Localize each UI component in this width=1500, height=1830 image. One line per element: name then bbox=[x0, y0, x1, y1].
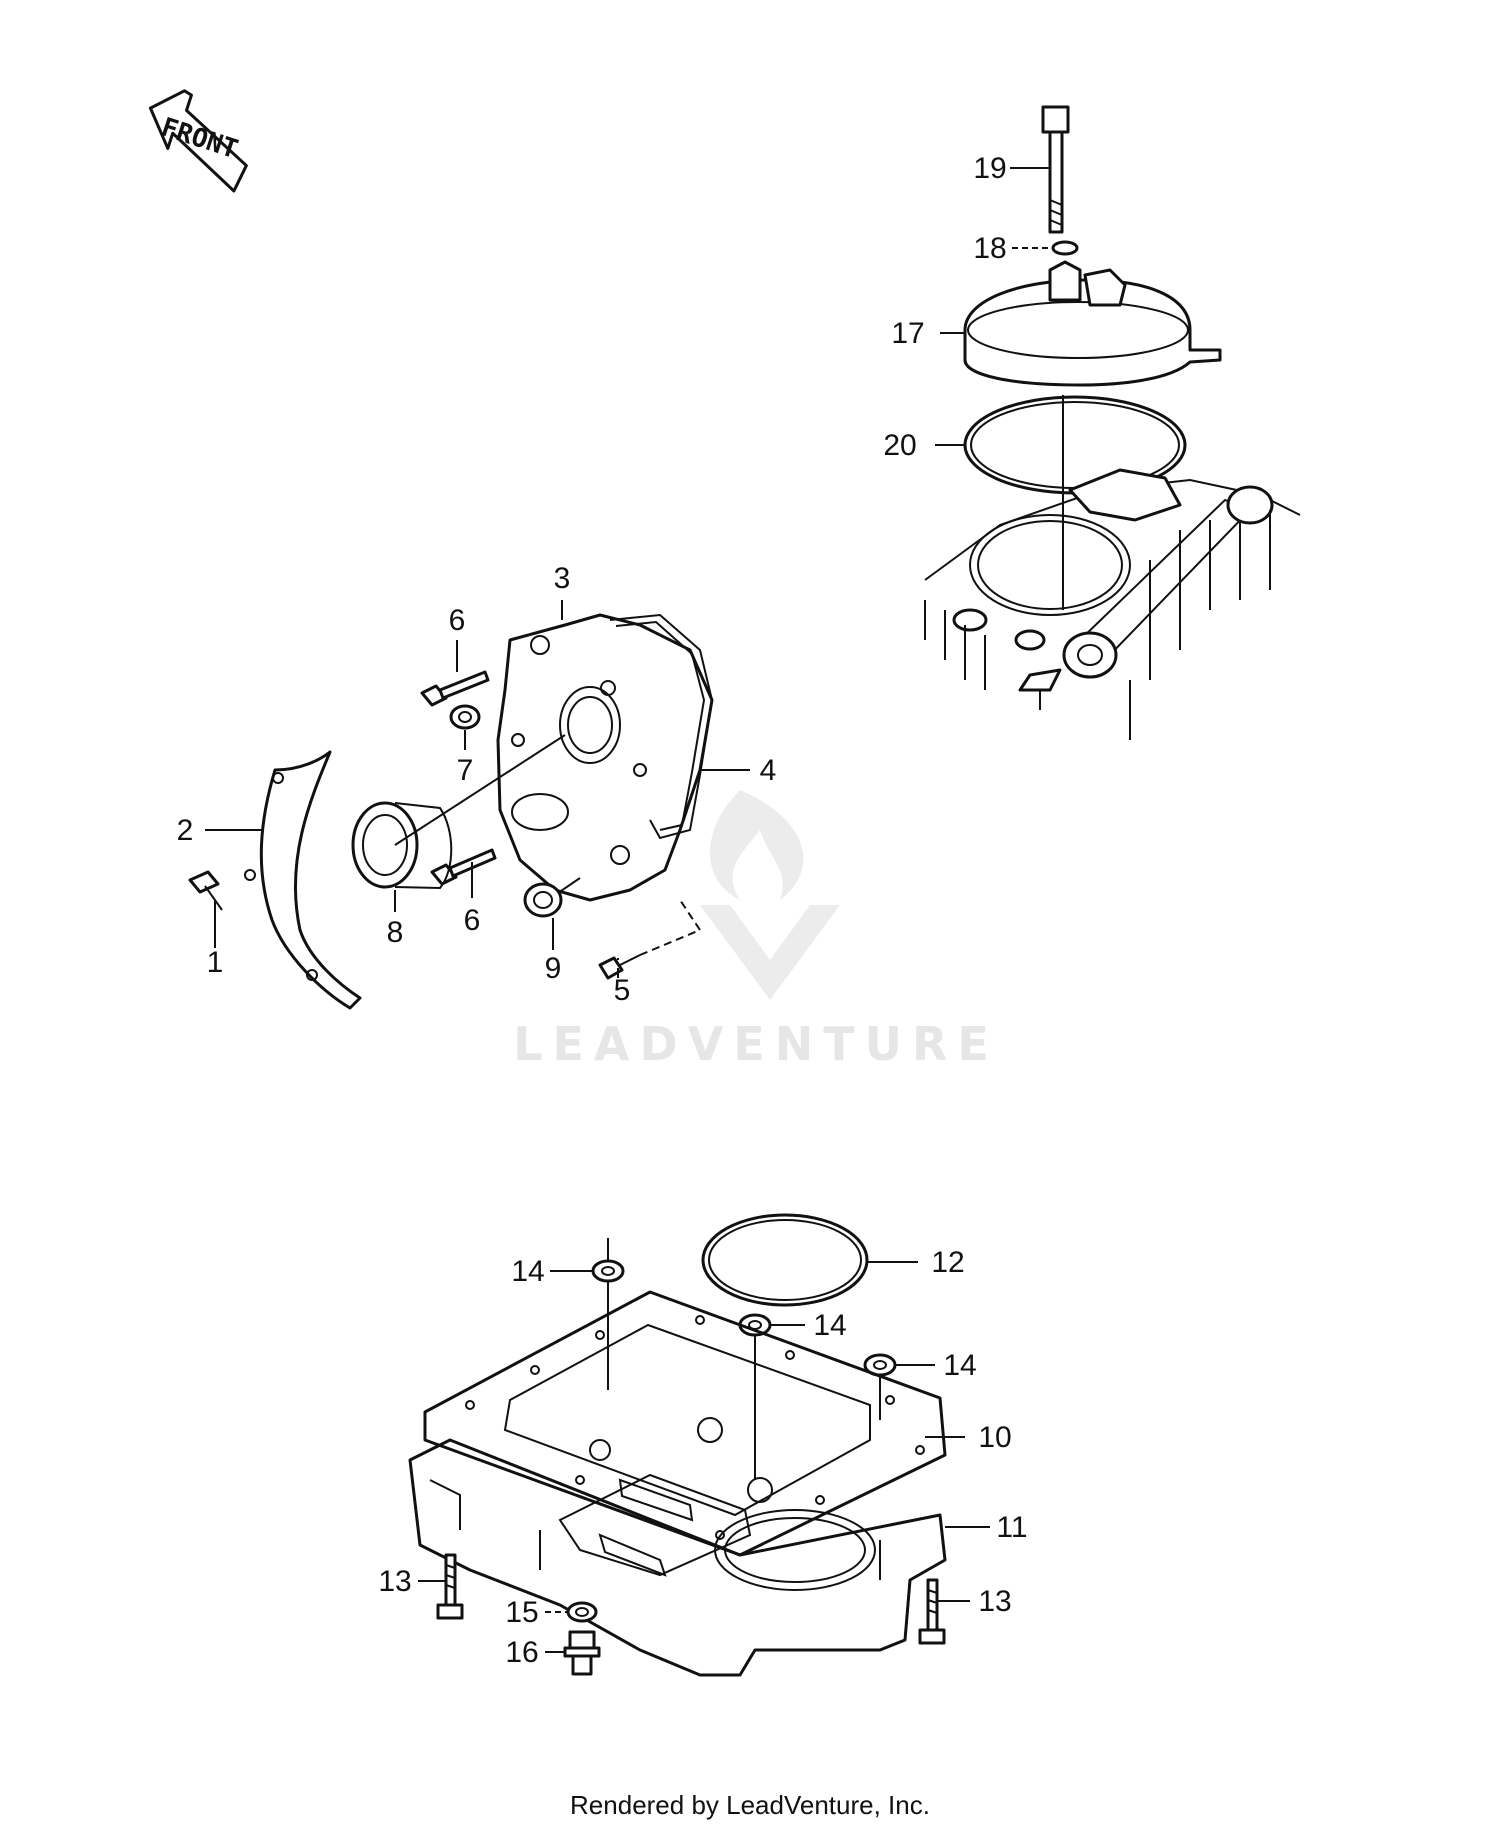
callout-14b: 14 bbox=[813, 1309, 846, 1342]
part-10-gasket: 10 bbox=[423, 1290, 1012, 1557]
part-6-bolt-upper: 6 bbox=[420, 604, 490, 707]
part-17-cap: 17 bbox=[891, 260, 1222, 387]
part-14-washer-right: 14 bbox=[863, 1349, 977, 1420]
part-14-washer-left: 14 bbox=[511, 1238, 625, 1390]
callout-13a: 13 bbox=[378, 1565, 411, 1598]
callout-10: 10 bbox=[978, 1421, 1011, 1454]
callout-16: 16 bbox=[505, 1636, 538, 1669]
callout-2: 2 bbox=[177, 814, 194, 847]
callout-12: 12 bbox=[931, 1246, 964, 1279]
callout-13b: 13 bbox=[978, 1585, 1011, 1618]
part-13-bolt-left: 13 bbox=[378, 1553, 464, 1620]
part-13-bolt-right: 13 bbox=[918, 1578, 1012, 1645]
watermark: LEADVENTURE bbox=[513, 790, 999, 1071]
callout-1: 1 bbox=[207, 946, 224, 979]
part-4-gasket: 4 bbox=[609, 613, 777, 840]
part-16-drain-plug: 16 bbox=[505, 1630, 601, 1676]
part-1-bolt: 1 bbox=[188, 870, 224, 979]
watermark-text: LEADVENTURE bbox=[513, 1017, 999, 1071]
front-arrow: FRONT bbox=[148, 89, 248, 193]
callout-4: 4 bbox=[760, 754, 777, 787]
callout-15: 15 bbox=[505, 1596, 538, 1629]
callout-5: 5 bbox=[614, 974, 631, 1007]
callout-6b: 6 bbox=[464, 904, 481, 937]
callout-11: 11 bbox=[996, 1511, 1027, 1544]
engine-block bbox=[924, 395, 1301, 740]
part-18-washer: 18 bbox=[973, 232, 1079, 265]
part-14-washer-center: 14 bbox=[738, 1309, 847, 1480]
part-19-bolt: 19 bbox=[973, 105, 1070, 234]
watermark-v-icon bbox=[700, 905, 840, 1000]
callout-3: 3 bbox=[554, 562, 571, 595]
callout-18: 18 bbox=[973, 232, 1006, 265]
part-6-bolt-lower: 6 bbox=[430, 848, 497, 937]
part-8-seal: 8 bbox=[351, 734, 566, 949]
watermark-flame-icon bbox=[710, 790, 804, 900]
part-7-nut: 7 bbox=[449, 704, 481, 787]
callout-14c: 14 bbox=[943, 1349, 976, 1382]
part-3-cover: 3 bbox=[496, 562, 714, 902]
part-15-washer: 15 bbox=[505, 1596, 598, 1629]
part-12-oring: 12 bbox=[701, 1213, 965, 1307]
part-11-oil-pan: 11 bbox=[408, 1417, 1028, 1677]
callout-6a: 6 bbox=[449, 604, 466, 637]
callout-14a: 14 bbox=[511, 1255, 544, 1288]
callout-17: 17 bbox=[891, 317, 924, 350]
callout-9: 9 bbox=[545, 952, 562, 985]
callout-19: 19 bbox=[973, 152, 1006, 185]
callout-8: 8 bbox=[387, 916, 404, 949]
part-9-seal: 9 bbox=[523, 877, 581, 985]
callout-7: 7 bbox=[457, 754, 474, 787]
footer-credit: Rendered by LeadVenture, Inc. bbox=[570, 1790, 930, 1820]
part-5-screw: 5 bbox=[598, 899, 702, 1007]
callout-20: 20 bbox=[883, 429, 916, 462]
part-2-guide: 2 bbox=[177, 750, 362, 1010]
